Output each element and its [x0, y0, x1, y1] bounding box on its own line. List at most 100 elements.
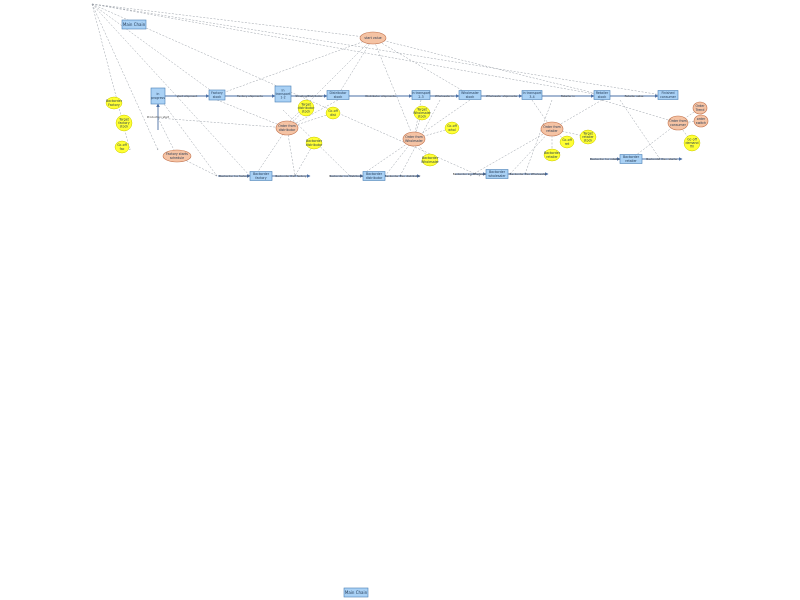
flow-label: Wholesaler in — [435, 94, 454, 98]
dependency-link — [413, 99, 471, 140]
dependency-link — [91, 3, 481, 177]
auxiliary-ellipse — [359, 31, 387, 45]
flow-f16: Backorder Dec retailer — [642, 157, 683, 161]
flow-label: Backorder inc Wholesaler — [453, 172, 489, 176]
stock-box — [274, 85, 292, 103]
flow-label: Sending/Distributor — [295, 94, 323, 98]
main-chain-button-bottom-label: Main Chain — [345, 590, 368, 595]
main-chain-button-top[interactable]: Main Chain — [121, 19, 147, 30]
dependency-link — [469, 128, 553, 177]
auxiliary-ellipse — [275, 120, 299, 136]
flow-label: Backorder Dec retailer — [646, 157, 678, 161]
constant-ellipse — [325, 106, 341, 120]
flow-label: Retailer sales — [625, 94, 644, 98]
dependency-link — [91, 3, 601, 96]
auxiliary-ellipse — [402, 131, 426, 147]
flow-label: Backorder Inc retailer — [590, 157, 621, 161]
auxiliary-ellipse — [667, 115, 689, 131]
flow-f4: Distributor shipments — [349, 94, 413, 98]
constant-ellipse — [559, 135, 575, 149]
dependency-link — [551, 99, 603, 130]
flow-label: Backorder Inc factory — [219, 174, 249, 178]
main-chain-button-bottom[interactable]: Main Chain — [343, 587, 369, 598]
flow-label: Wholesaler shipments — [486, 94, 518, 98]
constant-ellipse — [683, 134, 701, 152]
flow-label: Backorder Dec factory — [275, 174, 307, 178]
constant-ellipse — [444, 121, 460, 135]
stock-box — [208, 89, 226, 101]
constant-ellipse — [305, 136, 323, 150]
stock-box — [657, 90, 679, 100]
dependency-link — [157, 117, 288, 129]
dependency-link — [157, 117, 178, 157]
dependency-link — [157, 95, 218, 177]
flow-f17: Production start — [147, 103, 170, 130]
dependency-link — [91, 3, 374, 39]
flow-f11: Backorder inc distributor — [329, 174, 364, 178]
flow-f5: Wholesaler in — [430, 94, 460, 98]
dependency-link — [91, 3, 159, 151]
constant-ellipse — [297, 99, 315, 117]
constant-ellipse — [421, 153, 439, 167]
auxiliary-label: start value — [364, 36, 381, 40]
dependency-link — [551, 128, 589, 138]
flow-f7: Retailer in — [542, 94, 595, 98]
flow-label: Distributor shipments — [365, 94, 396, 98]
auxiliary-ax1[interactable]: start value — [359, 31, 387, 45]
stock-box — [458, 90, 482, 100]
constant-ellipse — [105, 96, 123, 110]
dependency-link — [337, 37, 374, 96]
flow-f2: Factory shipments — [225, 94, 276, 98]
dependency-link — [372, 37, 471, 96]
constant-ellipse — [579, 129, 597, 145]
flow-f14: Backorder Dec Wholesaler — [508, 172, 549, 176]
constant-ellipse — [413, 105, 431, 121]
main-chain-button-top-label: Main Chain — [123, 22, 146, 27]
flow-label: Factory shipments — [237, 94, 263, 98]
